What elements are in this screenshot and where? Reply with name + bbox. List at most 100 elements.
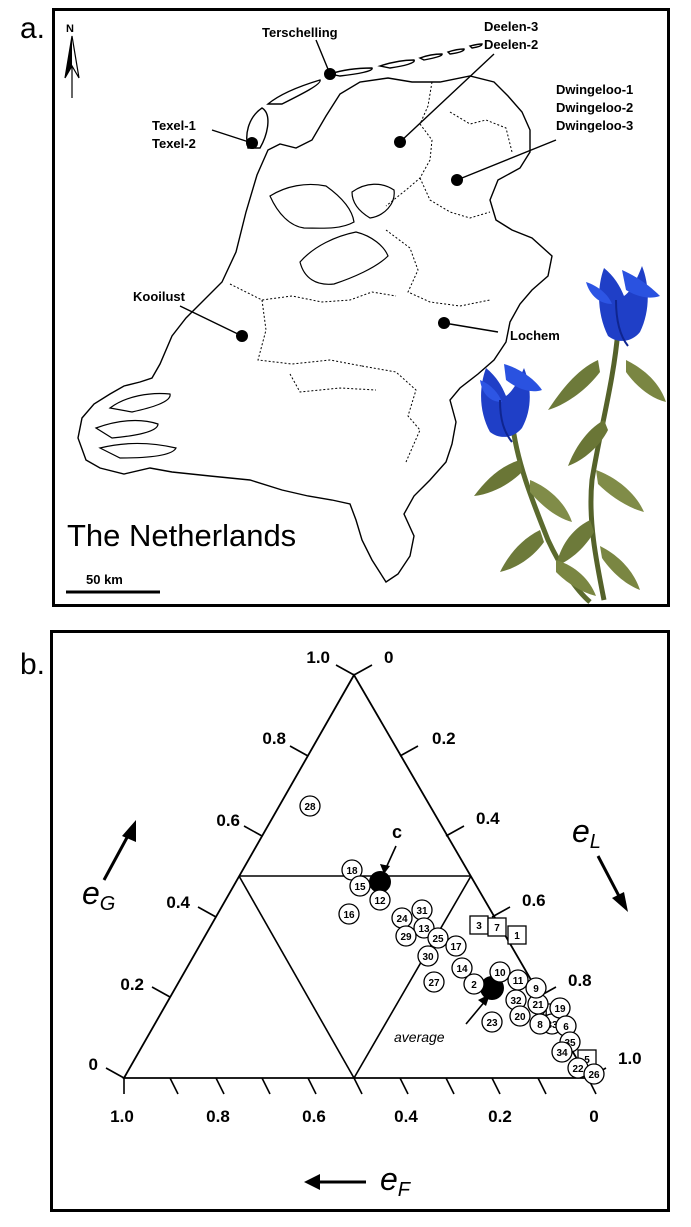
map-panel: N Terschelling [52,8,670,607]
point-label: 12 [374,896,386,907]
gentian-plant-illustration [474,266,666,604]
axis-eL: eL [572,813,628,912]
data-point: 14 [451,957,473,979]
tick-label: 0.4 [476,809,500,828]
data-point: 2 [463,973,485,995]
site-label: Kooilust [133,289,186,304]
point-label: 27 [428,978,440,989]
data-point: 17 [445,935,467,957]
site-label: Texel-2 [152,136,196,151]
right-tick-labels: 0 0.2 0.4 0.6 0.8 1.0 [384,648,642,1068]
point-label: 8 [537,1020,543,1031]
tick-label: 1.0 [618,1049,642,1068]
point-label: 19 [554,1004,566,1015]
tick-label: 0.8 [262,729,286,748]
site-label: Dwingeloo-1 [556,82,633,97]
svg-text:eG: eG [82,875,115,915]
data-point: 27 [423,971,445,993]
data-point: 28 [299,795,321,817]
data-point: 16 [338,903,360,925]
north-label: N [66,23,74,35]
bottom-tick-labels: 1.0 0.8 0.6 0.4 0.2 0 [110,1107,599,1126]
data-point: 8 [529,1013,551,1035]
data-point: 30 [417,945,439,967]
tick-label: 0.2 [432,729,456,748]
data-point: 25 [427,927,449,949]
data-point: 34 [551,1041,573,1063]
tick-label: 0.6 [302,1107,326,1126]
axis-eF: eF [304,1161,412,1201]
data-point: 9 [525,977,547,999]
ternary-panel: 0 0.2 0.4 0.6 0.8 1.0 0 0.2 0.4 0.6 0.8 … [50,630,670,1212]
axis-symbol: e [572,813,590,849]
inland-waters [94,183,395,459]
data-point: 15 [349,875,371,897]
wadden-islands [246,43,483,149]
axis-subscript: G [100,893,116,915]
data-point: 11 [507,969,529,991]
point-label: 15 [354,882,366,893]
point-label: 13 [418,924,430,935]
data-point: 1 [507,925,527,945]
point-label: 35 [564,1038,576,1049]
point-label: 9 [533,984,539,995]
data-point: 24 [391,907,413,929]
point-label: 22 [572,1064,584,1075]
tick-label: 0 [384,648,393,667]
tick-label: 0.4 [394,1107,418,1126]
data-points: 3 7 1 4 5 28 18 15 12 16 24 31 13 29 25 … [299,795,605,1085]
point-c: c [369,822,402,893]
point-label: 1 [514,931,520,942]
site-label: Dwingeloo-2 [556,100,633,115]
ternary-diagram: 0 0.2 0.4 0.6 0.8 1.0 0 0.2 0.4 0.6 0.8 … [82,648,642,1201]
point-label: 29 [400,932,412,943]
point-label: 10 [494,968,506,979]
scale-label: 50 km [86,572,123,587]
site-label: Dwingeloo-3 [556,118,633,133]
point-label: 4 [542,1009,548,1020]
axis-subscript: L [590,831,601,853]
site-dwingeloo: Dwingeloo-1 Dwingeloo-2 Dwingeloo-3 [451,82,633,186]
site-deelen: Deelen-3 Deelen-2 [394,19,538,148]
point-label: 16 [343,910,355,921]
point-label: 30 [422,952,434,963]
point-label: 34 [556,1048,568,1059]
point-label: 32 [510,996,522,1007]
panel-a-letter: a. [20,12,46,45]
point-label: 23 [486,1018,498,1029]
tick-label: 0.6 [522,891,546,910]
point-label: 6 [563,1022,569,1033]
province-borders [229,81,513,463]
data-point: 12 [369,889,391,911]
axis-symbol: e [380,1161,398,1197]
data-point: 10 [489,961,511,983]
point-label: 3 [476,921,482,932]
tick-label: 0.2 [488,1107,512,1126]
netherlands-map: N Terschelling [64,19,666,604]
label-c: c [392,822,402,842]
axis-eG: eG [82,820,136,915]
data-point: 29 [395,925,417,947]
data-point: 19 [549,997,571,1019]
point-label: 5 [584,1055,590,1066]
point-label: 18 [346,866,358,877]
point-average: average [394,976,504,1045]
tick-label: 0 [589,1107,598,1126]
point-label: 25 [432,934,444,945]
data-point: 3 [469,915,489,935]
point-label: 2 [471,980,477,991]
tick-label: 0.8 [206,1107,230,1126]
point-label: 26 [588,1070,600,1081]
point-label: 21 [532,1000,544,1011]
site-kooilust: Kooilust [133,289,248,342]
data-point: 31 [411,899,433,921]
point-label: 24 [396,914,408,925]
point-label: 31 [416,906,428,917]
data-point: 20 [509,1005,531,1027]
data-point: 23 [481,1011,503,1033]
site-texel: Texel-1 Texel-2 [152,118,258,151]
label-average: average [394,1029,445,1045]
left-tick-labels: 0 0.2 0.4 0.6 0.8 1.0 [89,648,330,1074]
site-terschelling: Terschelling [262,25,338,80]
site-label: Texel-1 [152,118,196,133]
